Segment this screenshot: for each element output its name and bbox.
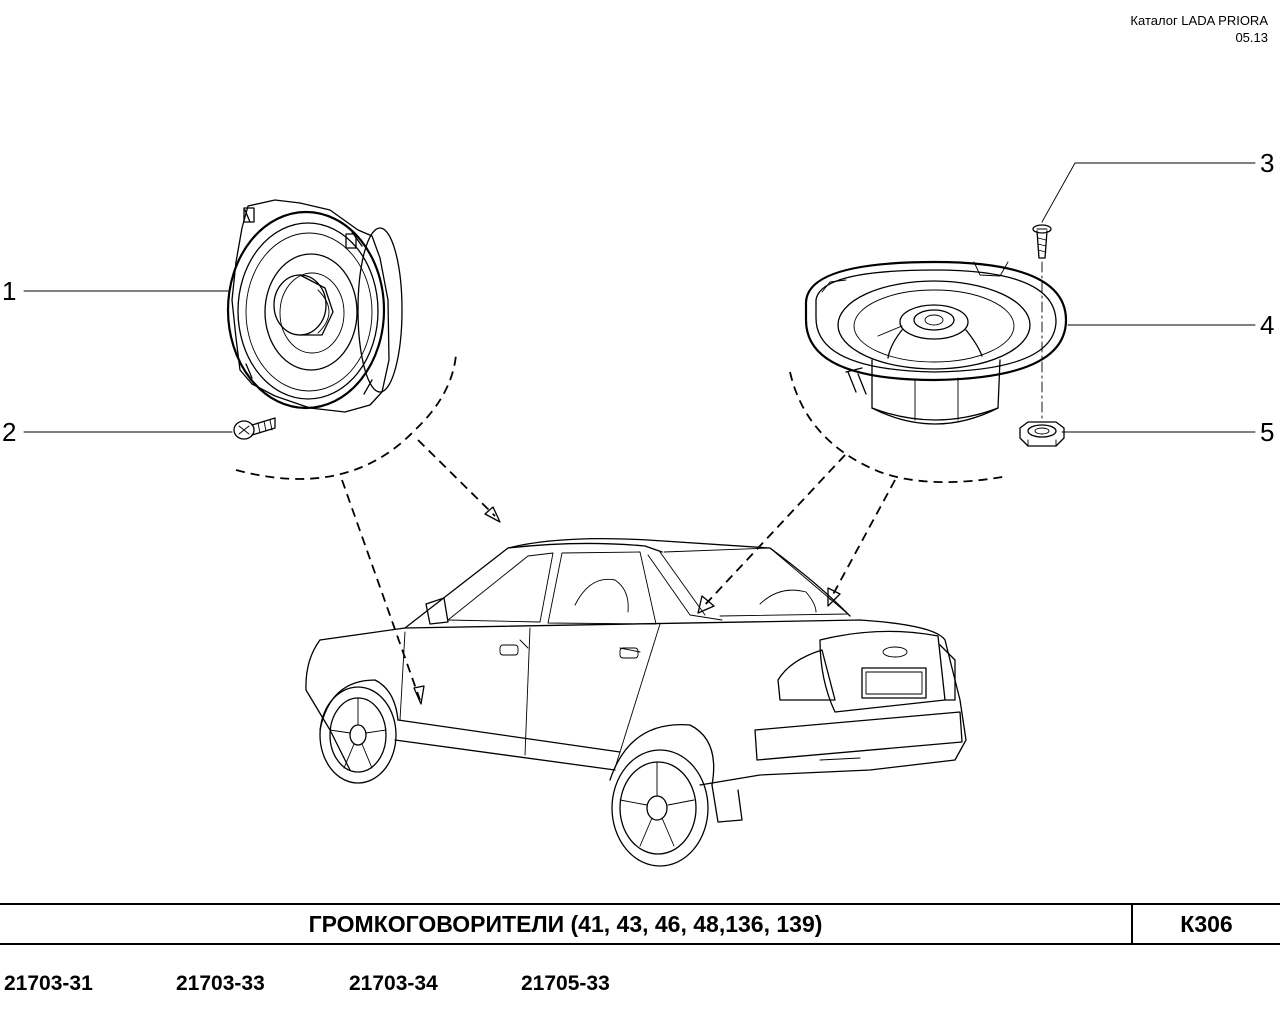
callout-2: 2	[2, 417, 16, 447]
model-code: 21703-31	[4, 972, 93, 995]
catalog-name: Каталог LADA PRIORA	[1130, 13, 1268, 28]
model-code: 21703-33	[176, 972, 265, 995]
model-list: 21703-31 21703-33 21703-34 21705-33	[0, 972, 1280, 1002]
model-code: 21703-34	[349, 972, 438, 995]
callout-3: 3	[1260, 148, 1274, 178]
catalog-header: Каталог LADA PRIORA 05.13	[1130, 12, 1268, 46]
diagram-code: К306	[1180, 910, 1233, 937]
callout-4: 4	[1260, 310, 1274, 340]
speaker-installation-diagram: 1 2 3 4 5	[2, 148, 1274, 867]
model-code: 21705-33	[521, 972, 610, 995]
callout-1: 1	[2, 276, 16, 306]
title-bar: ГРОМКОГОВОРИТЕЛИ (41, 43, 46, 48,136, 13…	[0, 903, 1280, 945]
front-door-speaker	[226, 199, 403, 413]
rear-shelf-speaker	[804, 260, 1068, 425]
location-indicators	[235, 354, 1009, 705]
car-outline	[305, 537, 967, 867]
rear-speaker-screw	[1032, 224, 1052, 259]
callout-5: 5	[1260, 417, 1274, 447]
front-speaker-screw	[233, 417, 276, 440]
rear-speaker-nut	[1019, 421, 1065, 447]
diagram-title: ГРОМКОГОВОРИТЕЛИ (41, 43, 46, 48,136, 13…	[0, 905, 1133, 943]
callout-leaders	[23, 162, 1256, 433]
catalog-date: 05.13	[1235, 30, 1268, 45]
